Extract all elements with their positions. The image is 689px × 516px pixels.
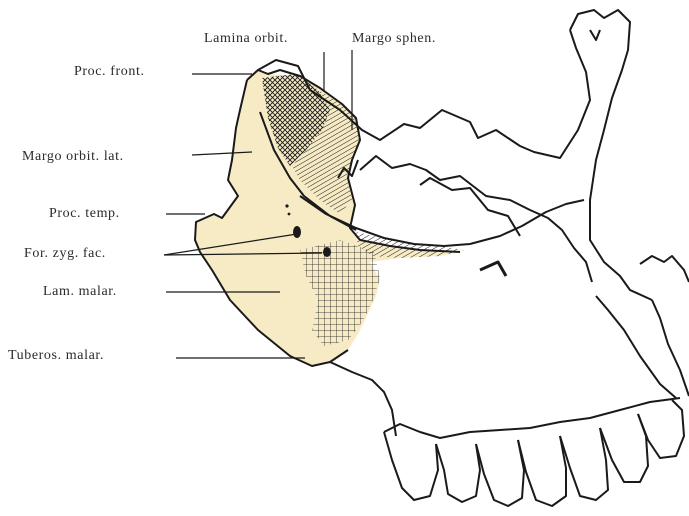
label-proc-front: Proc. front. — [74, 64, 145, 80]
small-foramen-dot — [285, 204, 288, 207]
label-margo-orbit-lat: Margo orbit. lat. — [22, 149, 124, 165]
label-for-zyg-fac: For. zyg. fac. — [24, 246, 106, 262]
label-tuberos-malar: Tuberos. malar. — [8, 348, 104, 364]
label-lamina-orbit: Lamina orbit. — [204, 31, 288, 47]
label-margo-sphen: Margo sphen. — [352, 31, 436, 47]
label-lam-malar: Lam. malar. — [43, 284, 117, 300]
zygomaticofacial-foramen-2 — [323, 247, 331, 257]
zygomaticofacial-foramen-1 — [293, 226, 301, 238]
small-foramen-dot — [288, 213, 291, 216]
label-proc-temp: Proc. temp. — [49, 206, 120, 222]
